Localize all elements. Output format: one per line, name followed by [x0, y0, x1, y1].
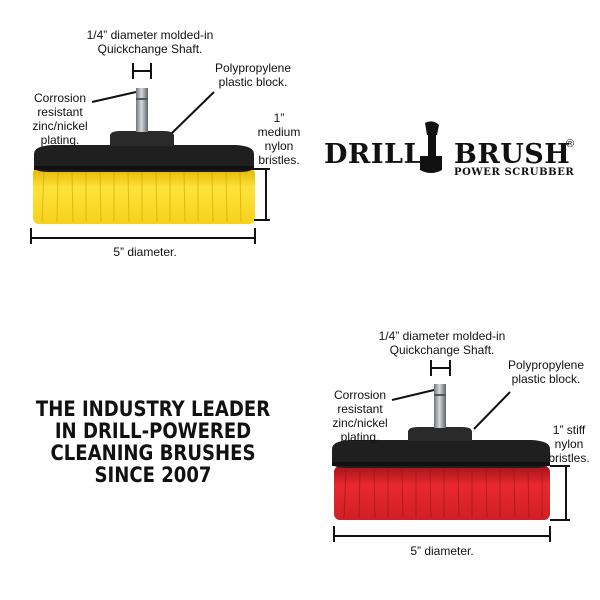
bottom-bristle-label: 1” stiff nylon bristles. [540, 423, 598, 465]
red-shaft [434, 384, 446, 428]
yellow-hub [110, 131, 174, 146]
top-bristle-label: 1” medium nylon bristles. [246, 111, 312, 167]
red-plastic-block [332, 440, 550, 468]
bottom-shaft-label: 1/4” diameter molded-in Quickchange Shaf… [362, 329, 522, 357]
top-bristle-label-line3: nylon [264, 139, 294, 153]
tagline-line3: CLEANING BRUSHES [50, 441, 256, 465]
top-plating-label-line1: Corrosion [33, 91, 87, 105]
top-block-label-line1: Polypropylene [214, 61, 292, 75]
red-block-rim [332, 462, 550, 466]
top-shaft-label: 1/4” diameter molded-in Quickchange Shaf… [70, 28, 230, 56]
top-plating-label-line3: zinc/nickel [32, 119, 88, 133]
bottom-plating-label-line4: plating. [340, 430, 380, 444]
tagline-line2: IN DRILL-POWERED [54, 419, 252, 443]
top-shaft-label-line2: Quickchange Shaft. [97, 42, 203, 56]
bottom-shaft-label-line1: 1/4” diameter molded-in [378, 329, 506, 343]
top-plating-label-line4: plating. [40, 133, 80, 147]
yellow-brush-dimension-lines [30, 63, 270, 244]
bottom-bristle-label-line3: bristles. [548, 451, 590, 465]
yellow-bristles [33, 168, 255, 224]
top-plating-label-line2: resistant [37, 105, 83, 119]
bottom-block-label-line2: plastic block. [511, 372, 581, 386]
red-brush [332, 384, 550, 520]
bottom-bristle-label-line2: nylon [554, 437, 584, 451]
red-shaft-groove [434, 394, 446, 396]
bottom-plating-label-line2: resistant [337, 402, 383, 416]
bottom-diameter-label: 5” diameter. [410, 544, 474, 558]
tagline-line4: SINCE 2007 [94, 463, 212, 487]
bottom-bristle-label-line1: 1” stiff [552, 423, 586, 437]
top-block-label: Polypropylene plastic block. [196, 61, 310, 89]
red-bristles [334, 466, 550, 520]
logo-subtitle: POWER SCRUBBER [454, 167, 575, 178]
drill-brush-logo: DRILL BRUSH ® POWER SCRUBBER [320, 138, 580, 190]
bottom-shaft-label-line2: Quickchange Shaft. [389, 343, 495, 357]
red-brush-dimension-lines [333, 360, 570, 542]
red-bristle-tufts [343, 469, 543, 519]
tagline: THE INDUSTRY LEADER IN DRILL-POWERED CLE… [28, 398, 277, 486]
bottom-block-label: Polypropylene plastic block. [494, 358, 598, 386]
top-bristle-label-line2: medium [257, 125, 301, 139]
yellow-shaft-groove [136, 98, 148, 100]
logo-worker-icon [420, 121, 442, 173]
yellow-plastic-block [34, 145, 254, 172]
top-plating-label: Corrosion resistant zinc/nickel plating. [22, 91, 98, 147]
top-shaft-label-line1: 1/4” diameter molded-in [86, 28, 214, 42]
yellow-brush [33, 88, 255, 224]
logo-registered-mark: ® [566, 138, 575, 150]
yellow-block-rim [34, 166, 254, 170]
top-diameter-label: 5” diameter. [113, 245, 177, 259]
logo-word-brush: BRUSH [454, 139, 571, 170]
logo-word-drill: DRILL [324, 139, 423, 170]
top-bristle-label-line1: 1” [273, 111, 285, 125]
yellow-bristle-tufts [41, 171, 242, 223]
bottom-plating-label: Corrosion resistant zinc/nickel plating. [322, 388, 398, 444]
bottom-block-label-line1: Polypropylene [507, 358, 585, 372]
bottom-plating-label-line1: Corrosion [333, 388, 387, 402]
top-block-label-line2: plastic block. [218, 75, 288, 89]
top-bristle-label-line4: bristles. [258, 153, 300, 167]
red-hub [408, 427, 472, 441]
yellow-shaft [136, 88, 148, 132]
bottom-plating-label-line3: zinc/nickel [332, 416, 388, 430]
tagline-line1: THE INDUSTRY LEADER [35, 397, 271, 421]
